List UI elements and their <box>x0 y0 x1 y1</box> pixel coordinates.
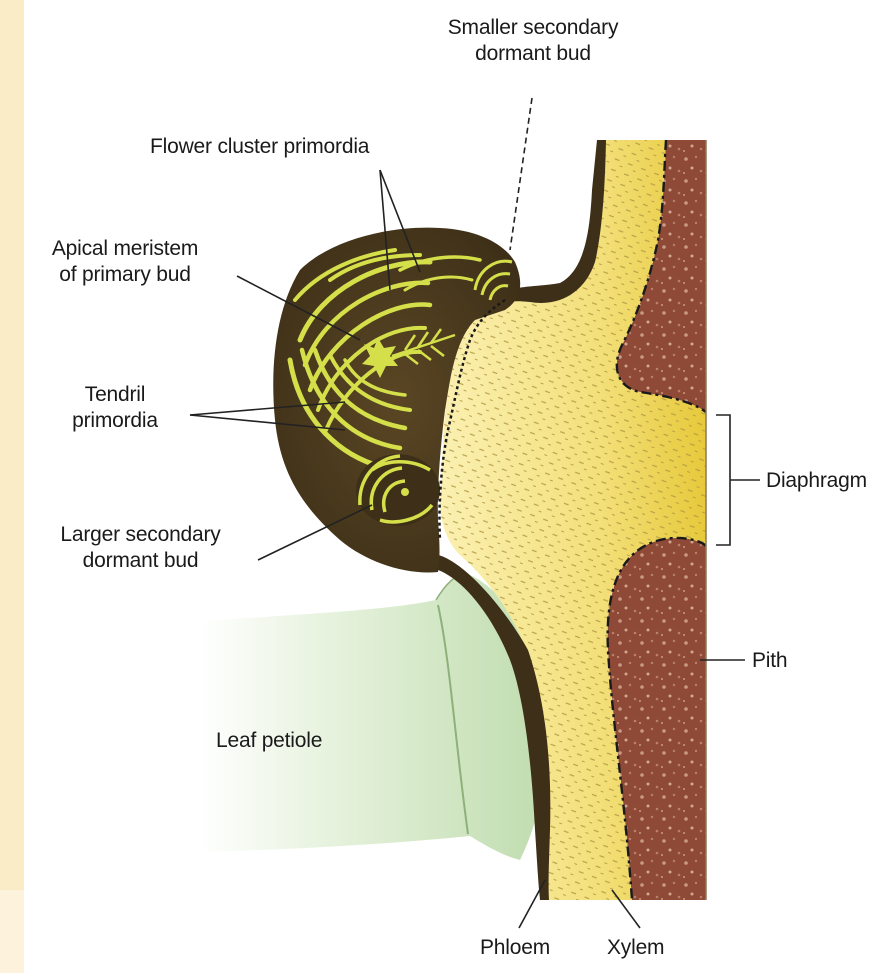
larger-secondary-bud <box>356 454 440 526</box>
label-diaphragm: Diaphragm <box>766 468 867 494</box>
label-smaller-secondary-bud-line2: dormant bud <box>418 41 648 67</box>
label-apical-meristem: Apical meristem of primary bud <box>30 236 220 288</box>
label-xylem: Xylem <box>607 935 664 961</box>
label-tendril-primordia-line2: primordia <box>55 408 175 434</box>
label-pith: Pith <box>752 648 787 674</box>
label-smaller-secondary-bud: Smaller secondary dormant bud <box>418 15 648 67</box>
label-tendril-primordia-line1: Tendril <box>55 382 175 408</box>
label-apical-meristem-line1: Apical meristem <box>30 236 220 262</box>
label-apical-meristem-line2: of primary bud <box>30 262 220 288</box>
label-larger-secondary-bud-line1: Larger secondary <box>38 522 243 548</box>
label-larger-secondary-bud: Larger secondary dormant bud <box>38 522 243 574</box>
label-tendril-primordia: Tendril primordia <box>55 382 175 434</box>
label-smaller-secondary-bud-line1: Smaller secondary <box>418 15 648 41</box>
label-leaf-petiole: Leaf petiole <box>216 728 322 754</box>
left-margin-band <box>0 0 24 890</box>
label-phloem: Phloem <box>480 935 550 961</box>
label-flower-cluster-primordia: Flower cluster primordia <box>150 134 369 160</box>
label-larger-secondary-bud-line2: dormant bud <box>38 548 243 574</box>
